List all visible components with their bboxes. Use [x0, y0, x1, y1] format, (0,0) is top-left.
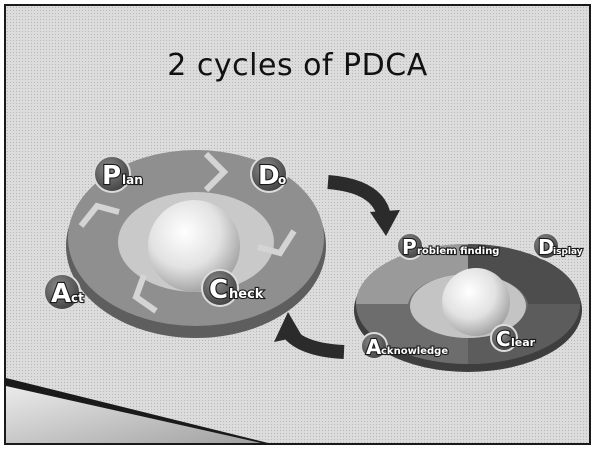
plan-rest: lan: [122, 173, 143, 187]
clear-rest: lear: [511, 336, 536, 349]
do-initial: D: [258, 161, 280, 191]
act-initial: A: [51, 279, 71, 309]
arrow-to-cycle-1: [274, 312, 344, 352]
badge-problem-finding: P roblem finding: [397, 233, 499, 259]
clear-initial: C: [496, 327, 511, 351]
badge-display: D isplay: [533, 233, 583, 259]
do-rest: o: [278, 173, 286, 187]
problem-rest: roblem finding: [417, 246, 499, 257]
acknowledge-initial: A: [366, 335, 382, 359]
badge-do: D o: [251, 156, 287, 192]
act-rest: ct: [71, 291, 84, 305]
check-rest: heck: [229, 287, 264, 302]
slide: 2 cycles of PDCA: [4, 4, 591, 445]
problem-initial: P: [402, 235, 417, 259]
acknowledge-rest: cknowledge: [381, 346, 448, 357]
pdca-diagram: P lan D o C heck A ct: [6, 6, 589, 443]
corner-wedge: [6, 378, 268, 443]
arrow-to-cycle-2: [328, 182, 400, 236]
display-rest: isplay: [553, 247, 583, 257]
check-initial: C: [209, 275, 228, 305]
plan-initial: P: [102, 161, 121, 191]
